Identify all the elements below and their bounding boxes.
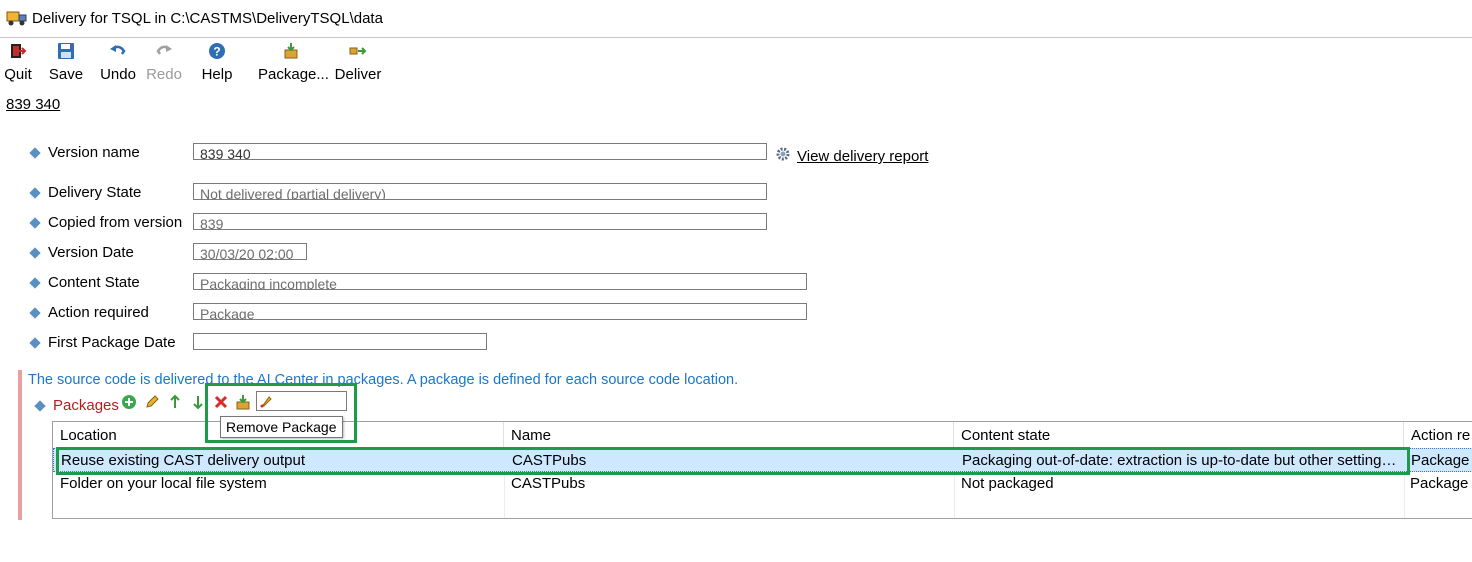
- cell-content-state: Not packaged: [961, 475, 1054, 492]
- column-header-name[interactable]: Name: [504, 422, 954, 448]
- packages-info-text: The source code is delivered to the AI C…: [28, 372, 739, 388]
- section-marker: [18, 370, 22, 520]
- bullet-icon: [29, 277, 41, 289]
- cell-name: CASTPubs: [511, 475, 586, 492]
- action-required-label: Action required: [48, 304, 149, 321]
- move-up-icon[interactable]: [167, 394, 183, 410]
- window-title: Delivery for TSQL in C:\CASTMS\DeliveryT…: [32, 10, 383, 27]
- action-required-field: Package: [193, 303, 807, 320]
- view-delivery-report-link[interactable]: View delivery report: [797, 148, 929, 165]
- bullet-icon: [29, 337, 41, 349]
- packages-label: Packages: [53, 397, 119, 414]
- deliver-button[interactable]: Deliver: [333, 40, 383, 84]
- deliver-label: Deliver: [334, 66, 382, 83]
- version-date-label: Version Date: [48, 244, 134, 261]
- bullet-icon: [29, 147, 41, 159]
- content-state-field: Packaging incomplete: [193, 273, 807, 290]
- help-icon: ?: [209, 43, 225, 59]
- save-button[interactable]: Save: [48, 40, 84, 84]
- redo-icon: [156, 45, 172, 55]
- copied-from-field: 839: [193, 213, 767, 230]
- column-header-action-required[interactable]: Action re: [1411, 427, 1471, 444]
- bullet-icon: [34, 400, 46, 412]
- delivery-state-label: Delivery State: [48, 184, 142, 201]
- deploy-icon[interactable]: [258, 394, 274, 410]
- package-filter-input[interactable]: [256, 391, 347, 411]
- packages-table: Location Name Content state Action re Re…: [52, 421, 1472, 519]
- bullet-icon: [29, 217, 41, 229]
- save-icon: [58, 43, 74, 59]
- highlight-box-toolbar: [205, 383, 357, 443]
- column-divider: [954, 448, 955, 518]
- remove-package-tooltip: Remove Package: [220, 416, 343, 438]
- content-state-label: Content State: [48, 274, 140, 291]
- table-row[interactable]: Folder on your local file system CASTPub…: [53, 472, 1472, 496]
- highlight-box-row: [56, 447, 1410, 475]
- truck-icon: [6, 11, 27, 26]
- copied-from-label: Copied from version: [48, 214, 183, 231]
- package-button[interactable]: Package...: [258, 40, 329, 84]
- first-package-date-field: [193, 333, 487, 350]
- undo-icon: [110, 45, 126, 55]
- first-package-date-label: First Package Date: [48, 334, 176, 351]
- deliver-icon: [349, 47, 367, 55]
- undo-button[interactable]: Undo: [98, 40, 138, 84]
- add-package-icon[interactable]: [121, 394, 137, 410]
- version-name-label: Version name: [48, 144, 140, 161]
- version-date-field: 30/03/20 02:00: [193, 243, 307, 260]
- bullet-icon: [29, 247, 41, 259]
- redo-button[interactable]: Redo: [145, 40, 183, 84]
- version-name-field[interactable]: 839 340: [193, 143, 767, 160]
- package-label: Package...: [258, 66, 329, 83]
- svg-text:?: ?: [213, 45, 220, 59]
- quit-icon: [11, 44, 27, 58]
- edit-package-icon[interactable]: [144, 394, 160, 410]
- column-divider: [1404, 448, 1405, 518]
- help-button[interactable]: ? Help: [199, 40, 235, 84]
- version-link[interactable]: 839 340: [6, 96, 61, 113]
- undo-label: Undo: [100, 66, 136, 83]
- title-bar: Delivery for TSQL in C:\CASTMS\DeliveryT…: [0, 0, 1472, 38]
- column-divider: [504, 448, 505, 518]
- bullet-icon: [29, 187, 41, 199]
- cell-action-required: Package: [1411, 452, 1470, 469]
- help-label: Help: [201, 66, 233, 83]
- package-icon: [284, 43, 298, 59]
- quit-button[interactable]: Quit: [2, 40, 34, 84]
- redo-label: Redo: [146, 66, 182, 83]
- remove-package-icon[interactable]: [213, 394, 229, 410]
- quit-label: Quit: [4, 66, 32, 83]
- save-label: Save: [48, 66, 84, 83]
- cell-location: Folder on your local file system: [60, 475, 267, 492]
- column-header-location[interactable]: Location: [53, 422, 504, 448]
- move-down-icon[interactable]: [190, 394, 206, 410]
- cell-action-required: Package: [1410, 475, 1469, 492]
- bullet-icon: [29, 307, 41, 319]
- column-header-content-state[interactable]: Content state: [954, 422, 1404, 448]
- delivery-state-field: Not delivered (partial delivery): [193, 183, 767, 200]
- package-icon[interactable]: [235, 394, 251, 410]
- gear-icon[interactable]: [775, 146, 791, 162]
